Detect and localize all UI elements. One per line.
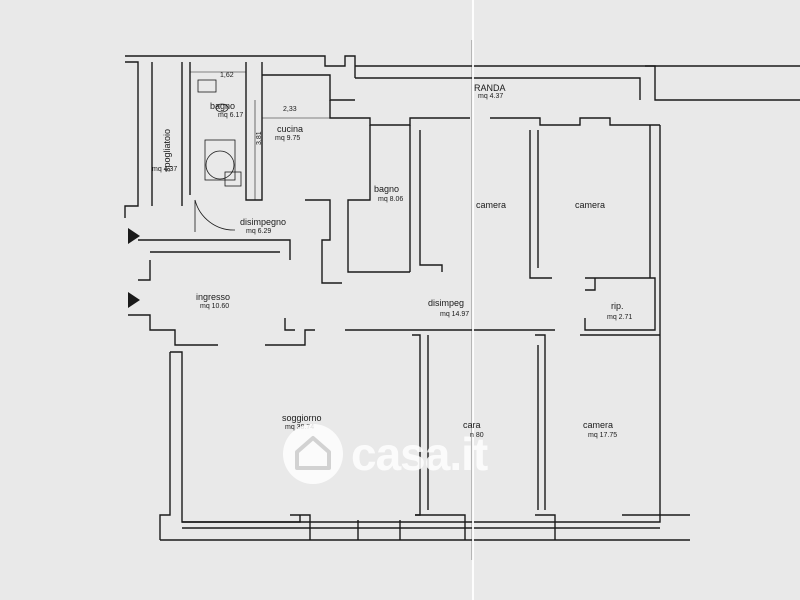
room-cucina-area: mq 9.75: [275, 135, 301, 142]
room-cucina-name: cucina: [277, 124, 304, 134]
room-camera1-name: camera: [476, 200, 507, 210]
room-camera4-name: camera: [583, 420, 614, 430]
room-camera4-area: mq 17.75: [588, 432, 618, 439]
room-soggiorno-name: soggiorno: [282, 413, 322, 423]
room-veranda-area: mq 4.37: [478, 93, 504, 100]
walls: [124, 55, 800, 541]
room-bagno1-area: mq 6.17: [218, 112, 244, 119]
room-bagno2-name: bagno: [374, 184, 400, 194]
paper-fold: [472, 0, 474, 600]
dimension-1: 1,62: [220, 72, 234, 79]
room-disimpegno2-area: mq 14.97: [440, 311, 470, 318]
room-rip-name: rip.: [611, 301, 624, 311]
door-arc: [194, 199, 236, 231]
watermark: casa.it: [283, 422, 488, 486]
room-ingresso-name: ingresso: [196, 292, 231, 302]
room-disimpegno2-name: disimpeg: [428, 298, 465, 308]
watermark-text: casa.it: [351, 428, 488, 480]
room-bagno2-area: mq 8.06: [378, 196, 404, 203]
room-rip-area: mq 2.71: [607, 314, 633, 321]
entrance-arrow-icon: [128, 292, 140, 308]
dimension-3: 3,81: [256, 131, 263, 145]
house-icon: [283, 424, 343, 484]
entrance-arrow-icon: [128, 228, 140, 244]
room-ingresso-area: mq 10.60: [200, 303, 230, 310]
room-camera3-name: cara: [463, 420, 481, 430]
room-bagno1-name: bagno: [210, 101, 236, 111]
room-disimpegno1-area: mq 6.29: [246, 228, 272, 235]
room-spogliatoio-area: mq 4.37: [152, 166, 178, 173]
room-camera2-name: camera: [575, 200, 606, 210]
room-camera3-area: n 80: [470, 432, 484, 439]
bathroom-fixtures: [197, 79, 242, 187]
room-disimpegno1-name: disimpegno: [240, 217, 287, 227]
room-veranda-name: RANDA: [474, 83, 506, 93]
dimension-2: 2,33: [283, 106, 297, 113]
